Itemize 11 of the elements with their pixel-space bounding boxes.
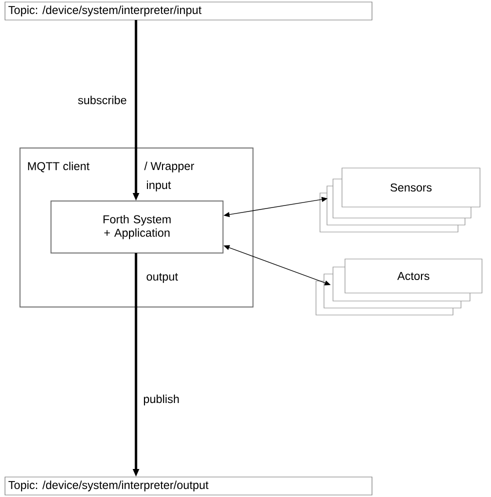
flow-label: output [146,273,178,283]
flow-label: input [146,180,171,192]
stacked-box: Actors [316,258,482,316]
topic-bar: Topic: /device/system/interpreter/input [4,2,372,20]
node-label: Actors [397,272,430,280]
stacked-box: Sensors [320,168,480,232]
edge-label: subscribe [78,96,126,104]
topic-bar: Topic: /device/system/interpreter/output [4,476,372,496]
node-label: Sensors [390,183,432,192]
edge-label: publish [144,394,179,406]
process-box: Forth System + Application [50,200,224,254]
